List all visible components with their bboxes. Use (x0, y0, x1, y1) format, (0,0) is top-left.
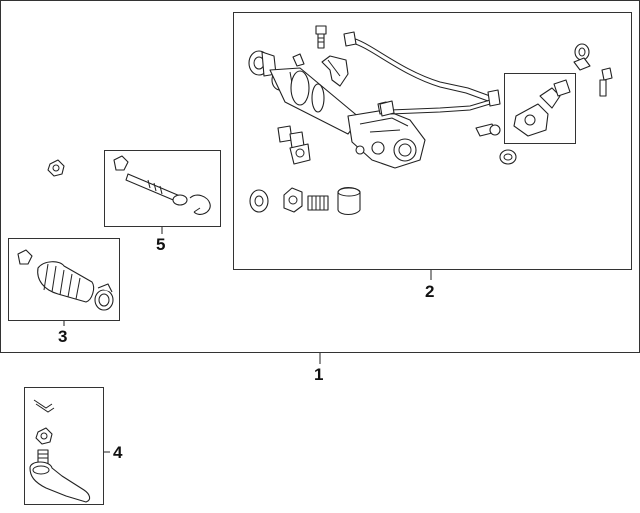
valve-parts (475, 43, 613, 165)
boot-kit (17, 249, 114, 311)
callout-2: 2 (425, 282, 435, 301)
boot-kit-frame (8, 238, 120, 321)
inner-tie-rod-frame (104, 150, 221, 227)
callout-5: 5 (156, 235, 166, 254)
seal-kit (249, 186, 361, 216)
steering-gear-housing (248, 50, 426, 169)
callout-1: 1 (314, 365, 324, 384)
outer-tie-rod-end (29, 399, 91, 503)
callout-3: 3 (58, 327, 68, 346)
outer-tie-rod-frame (24, 387, 104, 505)
valve-subassembly-frame (504, 73, 576, 144)
lock-nut (47, 159, 65, 177)
mount-bushing (277, 125, 311, 165)
mounting-bolt (315, 25, 327, 49)
gear-assembly-frame (233, 12, 632, 270)
inner-tie-rod (113, 155, 211, 215)
pressure-lines (343, 31, 501, 117)
callout-4: 4 (113, 443, 123, 462)
